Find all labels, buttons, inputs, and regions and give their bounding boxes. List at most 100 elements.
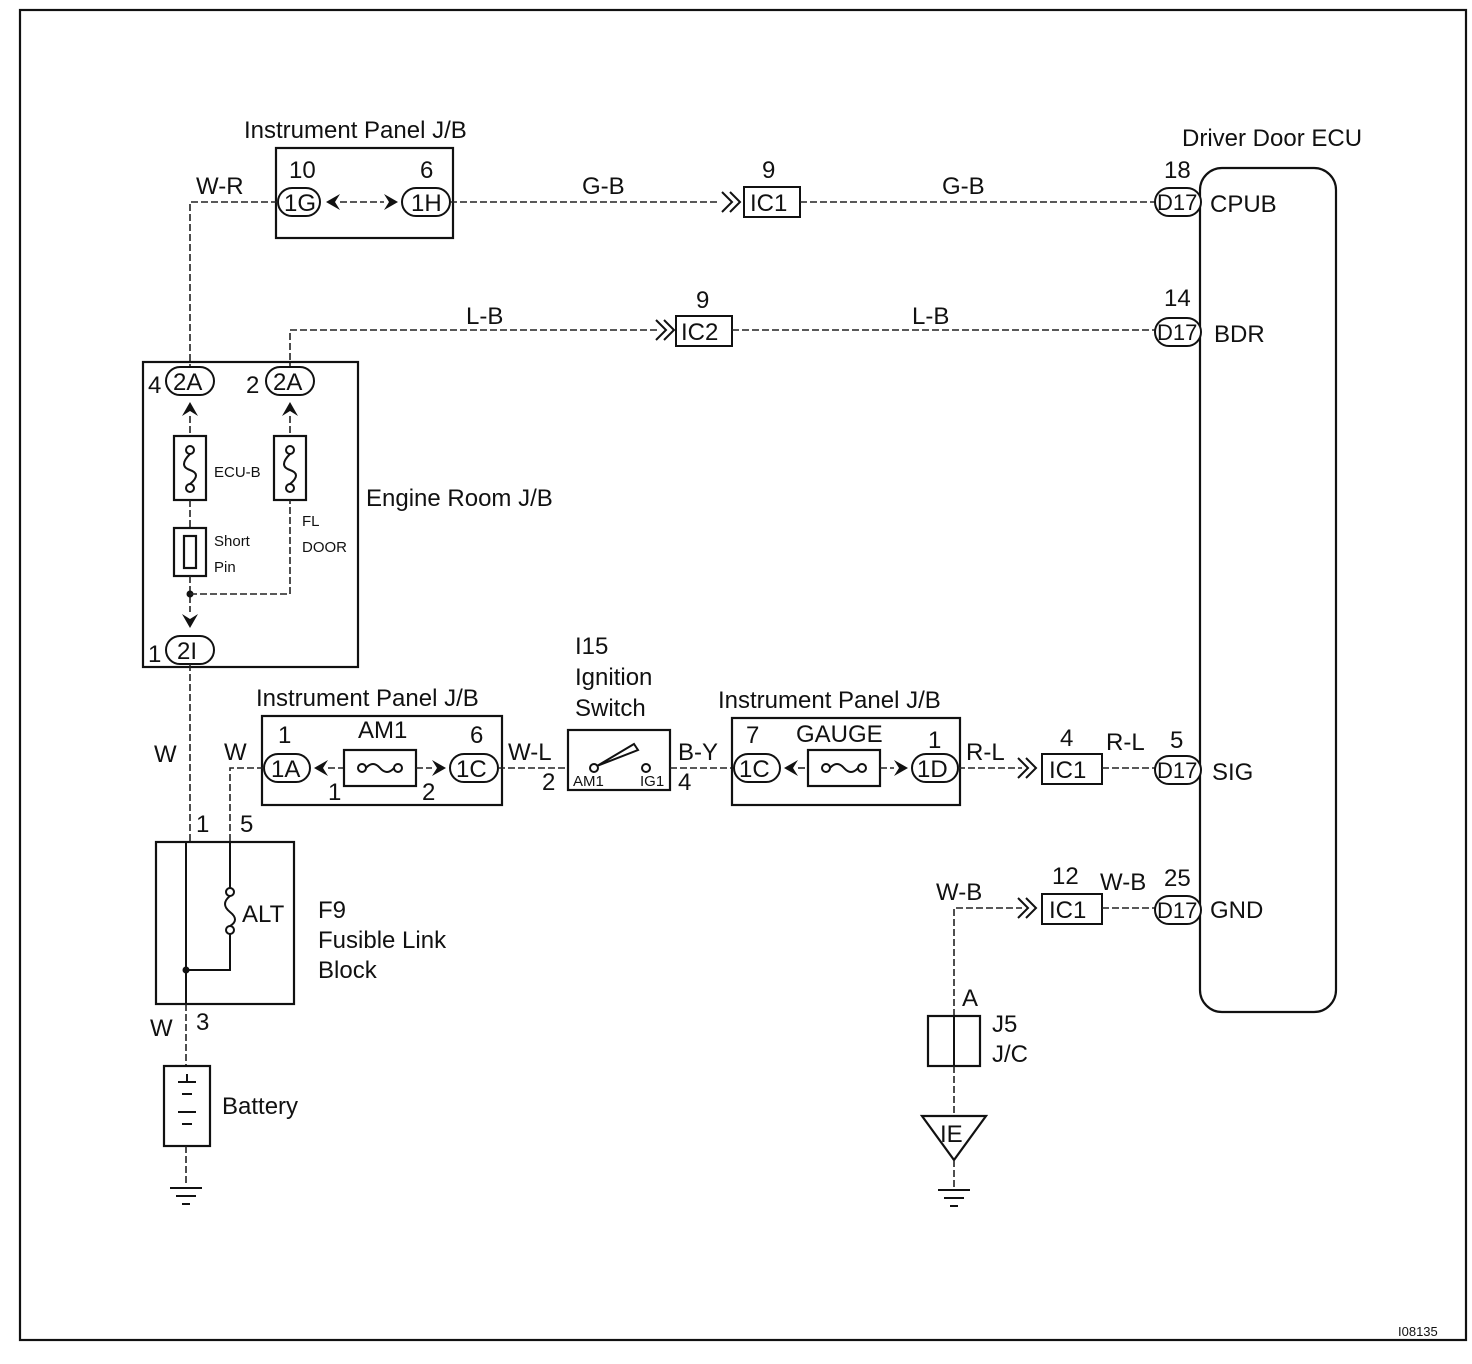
connector-IC1-top-label: IC1 — [750, 190, 787, 217]
connector-2A-right-label: 2A — [273, 369, 302, 396]
connector-2A-right — [265, 366, 315, 396]
ecu-terminal-sig: SIG — [1212, 759, 1253, 786]
diagram-frame — [18, 8, 1468, 1342]
engine-room-jb-box — [141, 360, 360, 669]
battery — [162, 1064, 212, 1148]
connector-1C-am1-label: 1C — [456, 756, 487, 783]
connector-D17-sig-label: D17 — [1157, 758, 1197, 783]
ip-jb-top-box — [274, 146, 455, 240]
connector-1G-label: 1G — [284, 190, 316, 217]
wire-l-b-1: L-B — [466, 303, 503, 330]
connector-D17-gnd-label: D17 — [1157, 898, 1197, 923]
wire-g-b-2: G-B — [942, 173, 985, 200]
ground-symbol-left — [170, 1187, 202, 1205]
switch-terminal-ig1: IG1 — [640, 773, 664, 790]
connector-D17-bdr-label: D17 — [1157, 320, 1197, 345]
ignition-switch — [566, 728, 672, 792]
ecu-terminal-bdr: BDR — [1214, 321, 1265, 348]
fusible-link-alt-label: ALT — [242, 901, 285, 928]
connector-D17-bdr — [1154, 317, 1202, 347]
fuse-am1-label: AM1 — [358, 717, 407, 744]
connector-2I-label: 2I — [177, 638, 197, 665]
pin-3-fl: 3 — [196, 1009, 209, 1036]
ignition-switch-label-1: Ignition — [575, 664, 652, 691]
wire-w-b-1: W-B — [936, 879, 982, 906]
fusible-link-block — [154, 840, 296, 1006]
pin-5-fl: 5 — [240, 811, 253, 838]
connector-D17-cpub-label: D17 — [1157, 190, 1197, 215]
pin-4-ic1: 4 — [1060, 725, 1073, 752]
pin-9-ic1-top: 9 — [762, 157, 775, 184]
connector-IC1-gnd-label: IC1 — [1049, 897, 1086, 924]
connector-IC2 — [675, 315, 733, 347]
fuse-fl-door-label-2: DOOR — [302, 539, 347, 556]
connector-1A-label: 1A — [271, 756, 300, 783]
wire-w-main: W — [154, 741, 177, 768]
wire-w-battery: W — [150, 1015, 173, 1042]
pin-1-1d: 1 — [928, 727, 941, 754]
pin-2-2a: 2 — [246, 372, 259, 399]
connector-IC1-sig — [1041, 753, 1103, 785]
short-pin-label-2: Pin — [214, 559, 236, 576]
ip-jb-am1-box — [260, 714, 504, 807]
connector-1H-label: 1H — [411, 190, 442, 217]
pin-A-jc: A — [962, 985, 978, 1012]
pin-2-am1: 2 — [422, 779, 435, 806]
connector-D17-gnd — [1154, 895, 1202, 925]
ignition-switch-id: I15 — [575, 633, 608, 660]
connector-IC1-sig-label: IC1 — [1049, 757, 1086, 784]
pin-1-2i: 1 — [148, 641, 161, 668]
pin-14: 14 — [1164, 285, 1191, 312]
fusible-link-id: F9 — [318, 897, 346, 924]
pin-9-ic2: 9 — [696, 287, 709, 314]
ground-point-ie-label: IE — [940, 1121, 963, 1148]
junction-connector-id: J5 — [992, 1011, 1017, 1038]
wire-w-r: W-R — [196, 173, 244, 200]
connector-IC1-gnd — [1041, 893, 1103, 925]
ip-jb-gauge-box — [730, 716, 962, 807]
pin-1-fl: 1 — [196, 811, 209, 838]
switch-terminal-am1: AM1 — [573, 773, 604, 790]
pin-25-d17: 25 — [1164, 865, 1191, 892]
ip-jb-gauge-label: Instrument Panel J/B — [718, 687, 941, 714]
pin-1-1a: 1 — [278, 722, 291, 749]
ip-jb-am1-label: Instrument Panel J/B — [256, 685, 479, 712]
pin-7-1c: 7 — [746, 722, 759, 749]
ip-jb-top-label: Instrument Panel J/B — [244, 117, 467, 144]
wire-w-am1: W — [224, 739, 247, 766]
driver-door-ecu — [1198, 166, 1338, 1014]
connector-2A-left-label: 2A — [173, 369, 202, 396]
ecu-terminal-cpub: CPUB — [1210, 191, 1277, 218]
driver-door-ecu-label: Driver Door ECU — [1182, 125, 1362, 152]
ignition-switch-label-2: Switch — [575, 695, 646, 722]
fusible-link-label-2: Block — [318, 957, 378, 984]
fuse-gauge-label: GAUGE — [796, 721, 883, 748]
connector-1C-gauge-label: 1C — [739, 756, 770, 783]
pin-10: 10 — [289, 157, 316, 184]
wire-w-l: W-L — [508, 739, 552, 766]
connector-D17-sig — [1154, 755, 1202, 785]
connector-IC2-label: IC2 — [681, 319, 718, 346]
fuse-ecu-b-label: ECU-B — [214, 464, 261, 481]
connector-1C-gauge — [733, 753, 781, 783]
wire-r-l-2: R-L — [1106, 729, 1145, 756]
pin-6-top: 6 — [420, 157, 433, 184]
battery-label: Battery — [222, 1093, 298, 1120]
pin-6-1c: 6 — [470, 722, 483, 749]
pin-2-switch: 2 — [542, 769, 555, 796]
pin-18: 18 — [1164, 157, 1191, 184]
wire-r-l-1: R-L — [966, 739, 1005, 766]
ground-point-ie — [919, 1114, 989, 1162]
junction-connector-label: J/C — [992, 1041, 1028, 1068]
wire-w-b-2: W-B — [1100, 869, 1146, 896]
short-pin-label-1: Short — [214, 533, 251, 550]
figure-id: I08135 — [1398, 1324, 1438, 1339]
ecu-terminal-gnd: GND — [1210, 897, 1263, 924]
fusible-link-label-1: Fusible Link — [318, 927, 447, 954]
connector-2A-left — [165, 366, 215, 396]
pin-5-d17: 5 — [1170, 727, 1183, 754]
pin-4-switch: 4 — [678, 769, 691, 796]
pin-4-2a: 4 — [148, 372, 161, 399]
ground-symbol-right — [938, 1189, 970, 1207]
